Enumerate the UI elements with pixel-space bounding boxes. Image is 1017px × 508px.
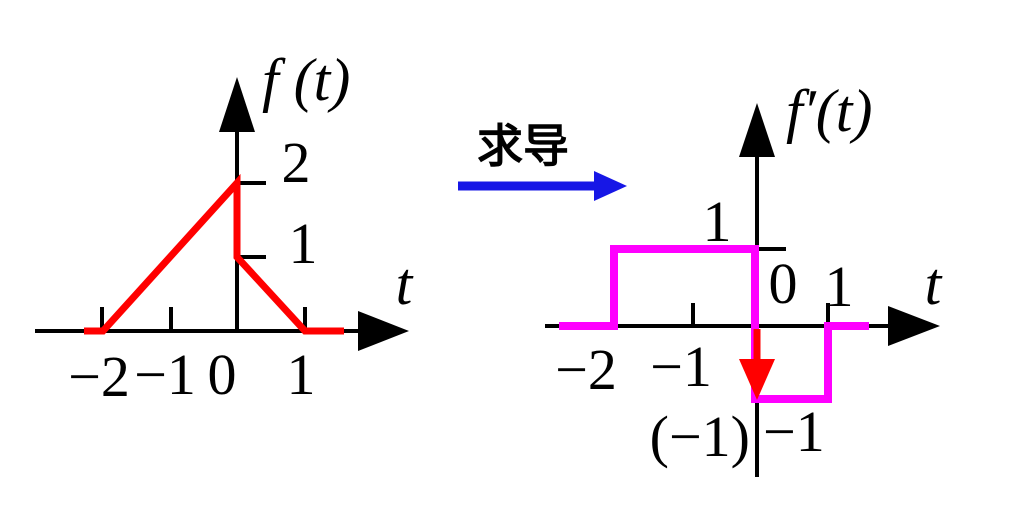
left-xtick-1-label: 1 xyxy=(287,342,316,407)
right-xtick-minus1-label: −1 xyxy=(650,334,712,399)
right-y-axis-arrowhead-icon xyxy=(739,103,775,157)
right-derivative-curve xyxy=(559,245,869,403)
right-x-axis-label: t xyxy=(925,251,943,317)
right-x-axis-arrowhead-icon xyxy=(888,306,940,346)
right-plot: f′(t) t 1 0 1 −2 −1 (−1) −1 xyxy=(545,78,943,477)
left-xtick-minus1-label: −1 xyxy=(134,342,196,407)
left-plot: f (t) t 2 1 −2 −1 0 1 xyxy=(35,47,414,409)
left-signal-curve xyxy=(84,173,344,335)
transform-arrow: 求导 xyxy=(458,119,627,201)
left-ytick-1-label: 1 xyxy=(289,211,318,276)
right-y-axis-label: f′(t) xyxy=(786,78,872,144)
transform-arrow-label: 求导 xyxy=(477,119,569,173)
left-y-axis-label: f (t) xyxy=(262,47,350,113)
left-xtick-minus2-label: −2 xyxy=(68,344,130,409)
right-xtick-minus2-label: −2 xyxy=(555,337,617,402)
right-ytick-minus1-label: −1 xyxy=(763,399,825,464)
left-x-axis-arrowhead-icon xyxy=(358,311,409,351)
left-ytick-2-label: 2 xyxy=(282,130,311,195)
impulse-arrowhead-icon xyxy=(739,359,775,400)
left-xtick-0-label: 0 xyxy=(208,342,237,407)
right-xtick-1-label: 1 xyxy=(825,254,854,319)
left-x-axis-label: t xyxy=(396,251,414,317)
transform-arrowhead-icon xyxy=(594,171,627,201)
right-ytick-1-label: 1 xyxy=(703,189,732,254)
impulse-weight-label: (−1) xyxy=(650,404,750,469)
right-xtick-0-label: 0 xyxy=(769,251,798,316)
left-y-axis-arrowhead-icon xyxy=(219,77,255,132)
